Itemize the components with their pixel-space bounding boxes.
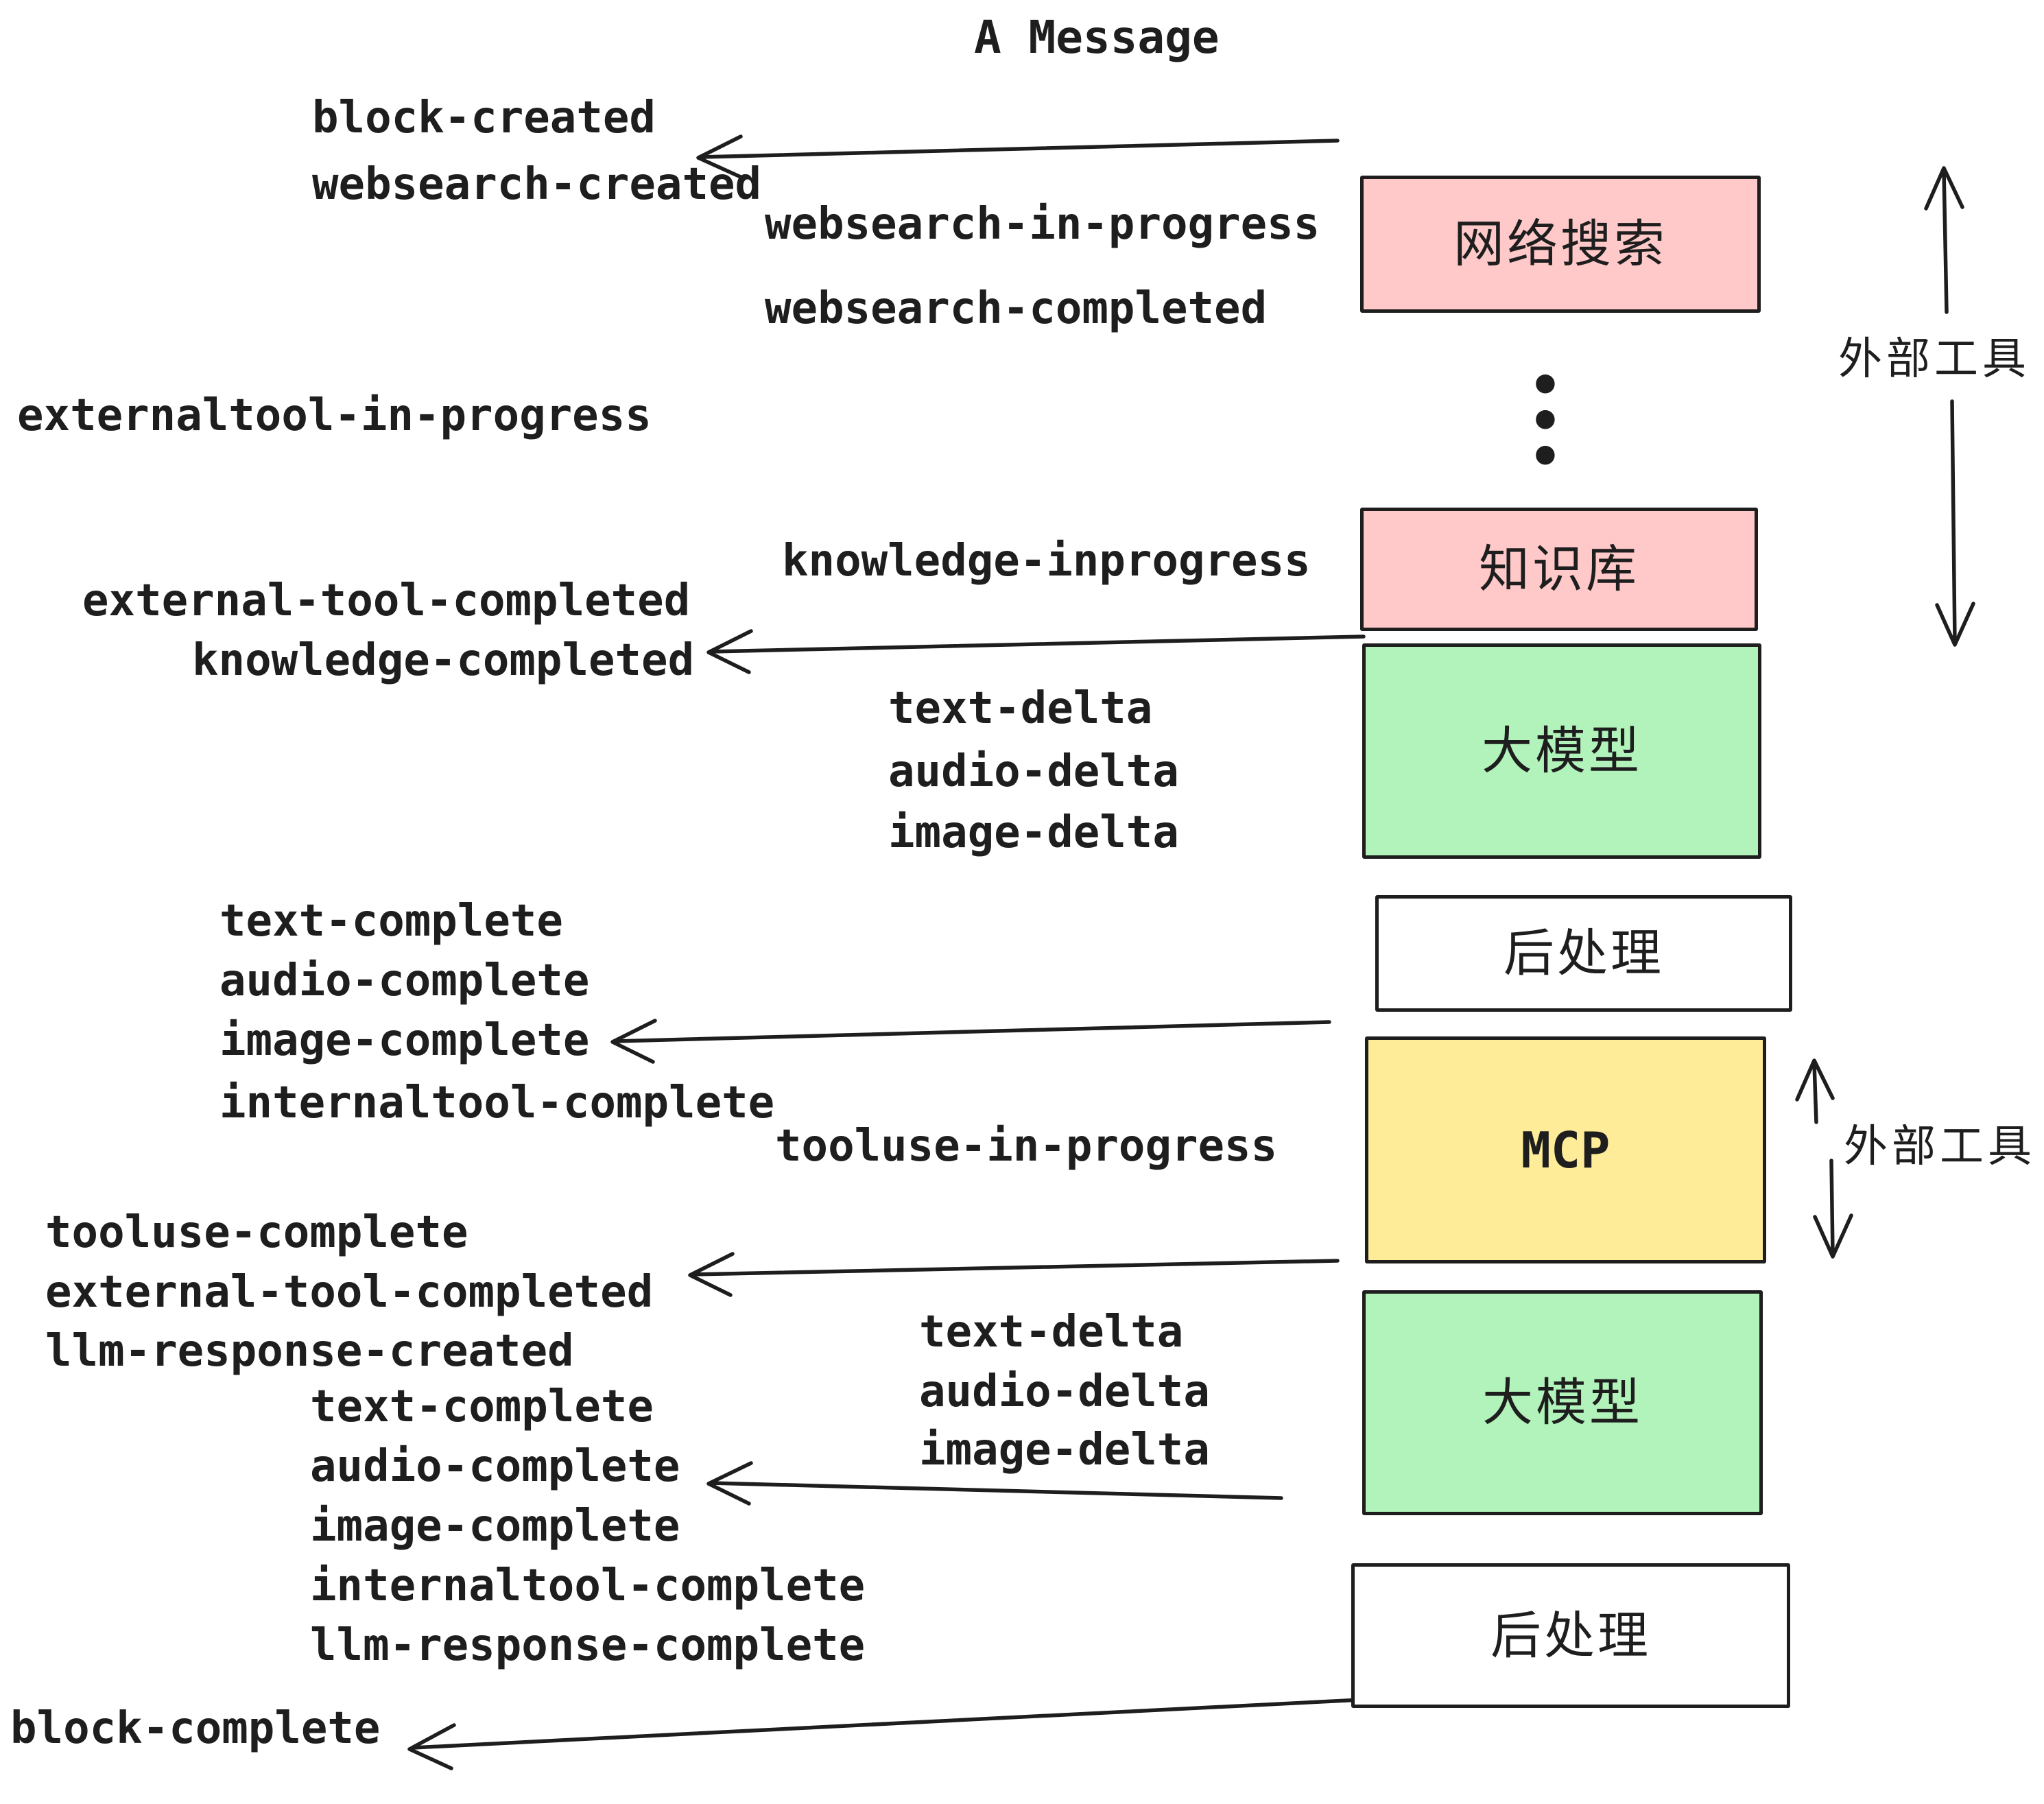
- arrow-external-tools-mid-down: [1813, 1159, 1853, 1259]
- event-label-image-delta: image-delta: [888, 807, 1179, 858]
- event-label-audio-complete-2: audio-complete: [310, 1441, 680, 1492]
- node-llm-2: 大模型: [1362, 1290, 1763, 1515]
- arrow-to-tooluse-complete: [688, 1252, 1340, 1297]
- event-label-llm-response-complete: llm-response-complete: [310, 1620, 866, 1671]
- event-label-external-tool-completed-2: external-tool-completed: [45, 1267, 654, 1318]
- arrow-external-tools-mid-up: [1795, 1058, 1835, 1124]
- node-llm-1-label: 大模型: [1482, 722, 1642, 781]
- arrow-external-tools-top-up: [1924, 166, 1964, 314]
- event-label-knowledge-completed: knowledge-completed: [192, 635, 695, 686]
- event-label-image-delta-2: image-delta: [919, 1425, 1210, 1475]
- diagram-title: A Message: [974, 11, 1220, 64]
- node-websearch: 网络搜索: [1360, 176, 1761, 313]
- event-label-websearch-created: websearch-created: [312, 159, 762, 210]
- event-label-external-tool-completed: external-tool-completed: [82, 575, 691, 626]
- event-label-image-complete: image-complete: [219, 1015, 590, 1066]
- event-label-externaltool-in-progress: externaltool-in-progress: [17, 390, 652, 441]
- event-label-text-complete: text-complete: [219, 896, 563, 947]
- dot-icon: •: [1528, 427, 1562, 488]
- event-label-text-complete-2: text-complete: [310, 1381, 654, 1432]
- node-llm-1: 大模型: [1362, 643, 1761, 859]
- ellipsis-dots: • • •: [1528, 359, 1562, 488]
- event-label-internaltool-complete: internaltool-complete: [219, 1078, 775, 1128]
- event-label-knowledge-inprogress: knowledge-inprogress: [782, 536, 1311, 586]
- node-llm-2-label: 大模型: [1482, 1373, 1643, 1432]
- node-mcp-label: MCP: [1521, 1121, 1611, 1179]
- annotation-external-tools-top: 外部工具: [1838, 334, 2030, 385]
- annotation-external-tools-mid: 外部工具: [1844, 1121, 2036, 1172]
- event-label-image-complete-2: image-complete: [310, 1501, 680, 1552]
- event-label-block-complete: block-complete: [10, 1703, 381, 1754]
- event-label-internaltool-complete-2: internaltool-complete: [310, 1560, 866, 1611]
- arrow-to-block-created: [696, 134, 1340, 180]
- node-postprocess-2: 后处理: [1351, 1563, 1790, 1708]
- arrow-to-image-complete: [610, 1019, 1331, 1064]
- event-label-audio-delta: audio-delta: [888, 746, 1179, 797]
- node-postprocess-1-label: 后处理: [1504, 924, 1664, 983]
- node-knowledge: 知识库: [1360, 508, 1758, 631]
- event-label-tooluse-complete: tooluse-complete: [45, 1207, 468, 1258]
- arrow-external-tools-top-down: [1935, 399, 1975, 647]
- arrow-to-audio-complete: [706, 1461, 1283, 1506]
- node-postprocess-2-label: 后处理: [1490, 1606, 1651, 1665]
- event-label-text-delta-2: text-delta: [919, 1307, 1184, 1357]
- node-mcp: MCP: [1365, 1036, 1766, 1263]
- event-label-tooluse-in-progress: tooluse-in-progress: [775, 1121, 1278, 1172]
- node-knowledge-label: 知识库: [1479, 540, 1639, 599]
- node-postprocess-1: 后处理: [1375, 895, 1792, 1012]
- event-label-llm-response-created: llm-response-created: [45, 1326, 574, 1377]
- event-label-audio-delta-2: audio-delta: [919, 1366, 1210, 1417]
- event-label-websearch-completed: websearch-completed: [765, 283, 1268, 334]
- event-label-block-created: block-created: [312, 93, 656, 143]
- arrow-to-knowledge-completed: [706, 629, 1366, 674]
- event-label-text-delta: text-delta: [888, 683, 1153, 734]
- event-label-audio-complete: audio-complete: [219, 956, 590, 1006]
- arrow-to-block-complete: [407, 1698, 1364, 1770]
- node-websearch-label: 网络搜索: [1453, 215, 1667, 274]
- event-label-websearch-in-progress: websearch-in-progress: [765, 199, 1320, 250]
